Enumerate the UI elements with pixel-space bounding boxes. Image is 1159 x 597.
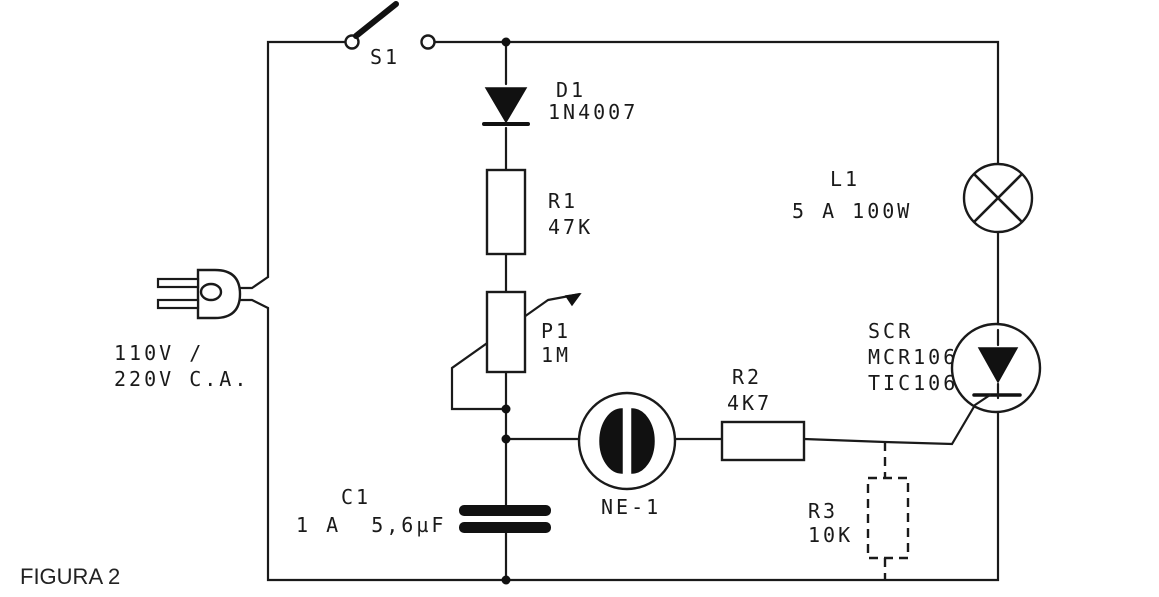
l1-value: 5 A 100W (792, 199, 912, 223)
wire-left-bottom (266, 306, 1000, 582)
r3-ref: R3 (808, 499, 838, 523)
capacitor-c1 (459, 505, 551, 533)
c1-value: 1 A 5,6µF (296, 513, 446, 537)
ne1-label: NE-1 (601, 495, 661, 519)
wires (230, 40, 1000, 582)
r3-value: 10K (808, 523, 853, 547)
labels: S1 D1 1N4007 R1 47K P1 1M 110V / 220V C.… (20, 45, 958, 589)
power-plug-icon (156, 268, 242, 320)
junction-dot (501, 575, 511, 585)
junction-dot (501, 434, 511, 444)
r1-value: 47K (548, 215, 593, 239)
c1-ref: C1 (341, 485, 371, 509)
junction-dot (501, 404, 511, 414)
junction-dot (501, 37, 511, 47)
wire-top-rail (432, 40, 1000, 167)
wire-left-top (266, 40, 348, 279)
l1-ref: L1 (830, 167, 860, 191)
wire-r2-gate (802, 403, 977, 446)
r1-ref: R1 (548, 189, 578, 213)
potentiometer-p1 (485, 290, 582, 374)
scr-ref: SCR (868, 319, 913, 343)
power-line1: 110V / (114, 341, 204, 365)
figure-label: FIGURA 2 (20, 564, 120, 589)
scr-value1: MCR106 (868, 345, 958, 369)
p1-ref: P1 (541, 319, 571, 343)
p1-value: 1M (541, 343, 571, 367)
power-line2: 220V C.A. (114, 367, 249, 391)
switch-s1 (344, 1, 436, 50)
scr-value2: TIC106 (868, 371, 958, 395)
junctions (501, 37, 511, 585)
s1-label: S1 (370, 45, 400, 69)
resistor-r2 (720, 420, 806, 462)
resistor-r3 (866, 476, 910, 560)
neon-lamp-ne1 (577, 391, 677, 491)
d1-value: 1N4007 (548, 100, 638, 124)
diode-d1 (482, 87, 530, 126)
resistor-r1 (485, 168, 527, 256)
d1-ref: D1 (556, 78, 586, 102)
r2-ref: R2 (732, 365, 762, 389)
lamp-l1 (962, 162, 1034, 234)
r2-value: 4K7 (727, 391, 772, 415)
scr-thyristor (950, 322, 1042, 414)
